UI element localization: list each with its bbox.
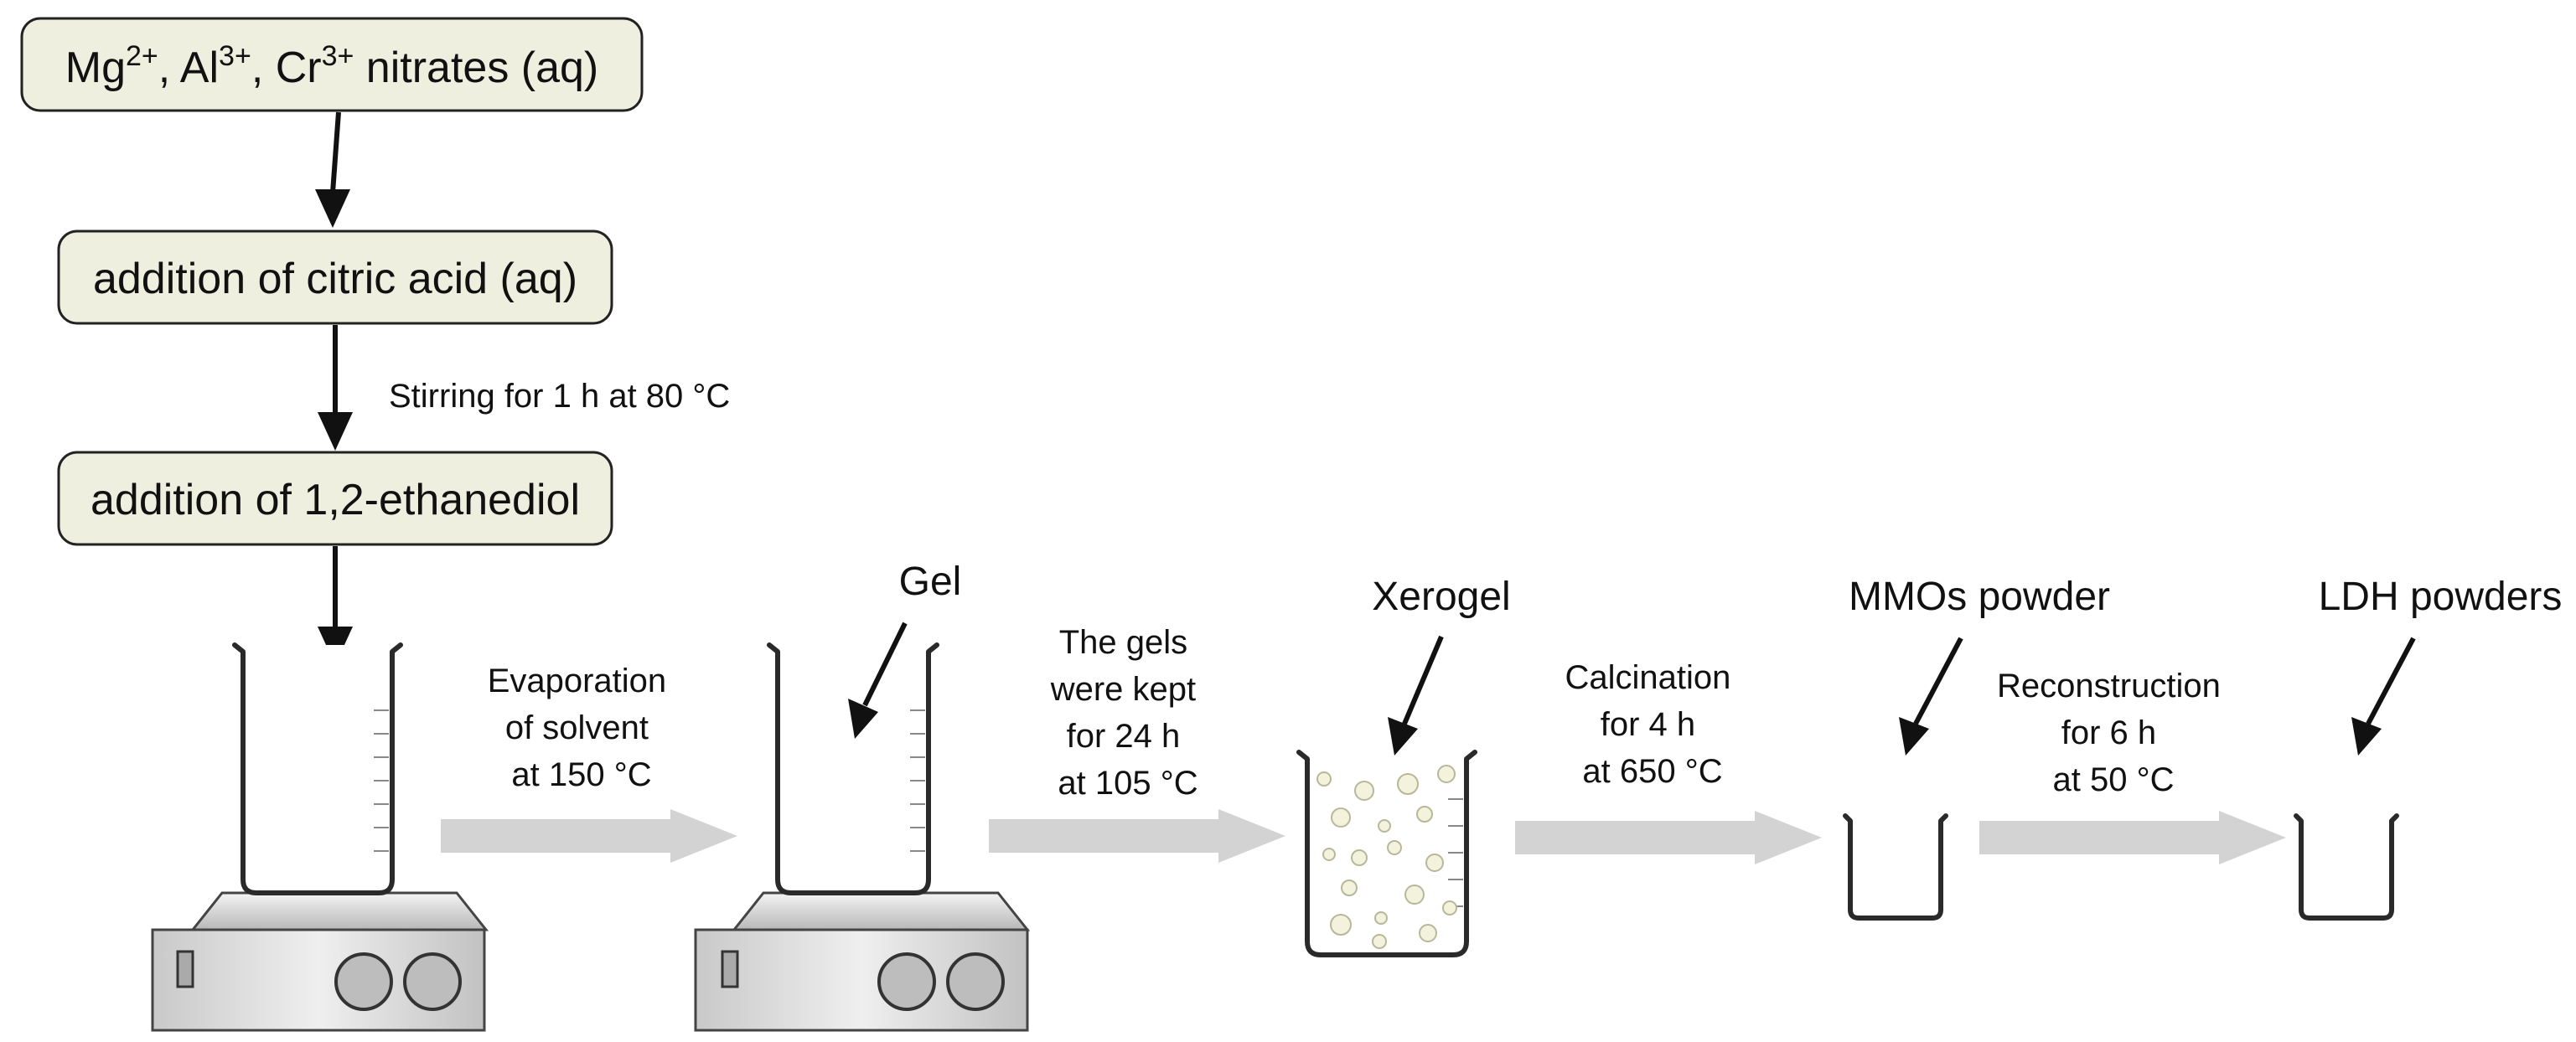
beaker-solution [232,642,403,895]
box-ethanediol: addition of 1,2-ethanediol [57,451,613,546]
beaker-xerogel [1296,750,1477,957]
hotplate-1 [151,891,489,1032]
box-citric-acid: addition of citric acid (aq) [57,230,613,325]
arrow-down-1 [315,111,350,228]
hotplate-2 [694,891,1031,1032]
step-reconstruction: Reconstruction for 6 h at 50 °C [1979,668,2286,864]
step-calcination: Calcination for 4 h at 650 °C [1515,659,1822,864]
ldh-pointer-arrow [2351,637,2416,756]
step-drying: The gels were kept for 24 h at 105 °C [989,624,1285,863]
crucible-ldh [2294,813,2399,921]
process-arrow-4 [1979,811,2286,864]
box-citric-acid-text: addition of citric acid (aq) [93,255,577,303]
mmo-label: MMOs powder [1849,575,2110,619]
crucible-mmo [1843,813,1948,921]
gel-pointer-arrow [848,622,908,739]
box-ethanediol-text: addition of 1,2-ethanediol [91,476,580,524]
reconstruction-label: Reconstruction for 6 h at 50 °C [1997,668,2230,798]
xerogel-pointer-arrow [1388,635,1444,756]
box-nitrates: Mg2+, Al3+, Cr3+ nitrates (aq) [20,17,644,112]
beaker-gel [767,642,939,895]
evaporation-label: Evaporation of solvent at 150 °C [488,663,676,793]
ldh-label: LDH powders [2319,575,2563,619]
mmo-pointer-arrow [1899,637,1963,756]
process-arrow-2 [989,809,1285,863]
step-evaporation: Evaporation of solvent at 150 °C [441,663,737,863]
process-arrow-3 [1515,811,1822,864]
process-arrow-1 [441,809,737,863]
stirring-label: Stirring for 1 h at 80 °C [389,378,730,415]
xerogel-label: Xerogel [1372,575,1510,619]
arrow-down-2 [318,325,353,451]
drying-label: The gels were kept for 24 h at 105 °C [1050,624,1206,802]
calcination-label: Calcination for 4 h at 650 °C [1565,659,1740,790]
gel-label: Gel [899,560,962,604]
box-nitrates-text: Mg2+, Al3+, Cr3+ nitrates (aq) [65,40,598,92]
